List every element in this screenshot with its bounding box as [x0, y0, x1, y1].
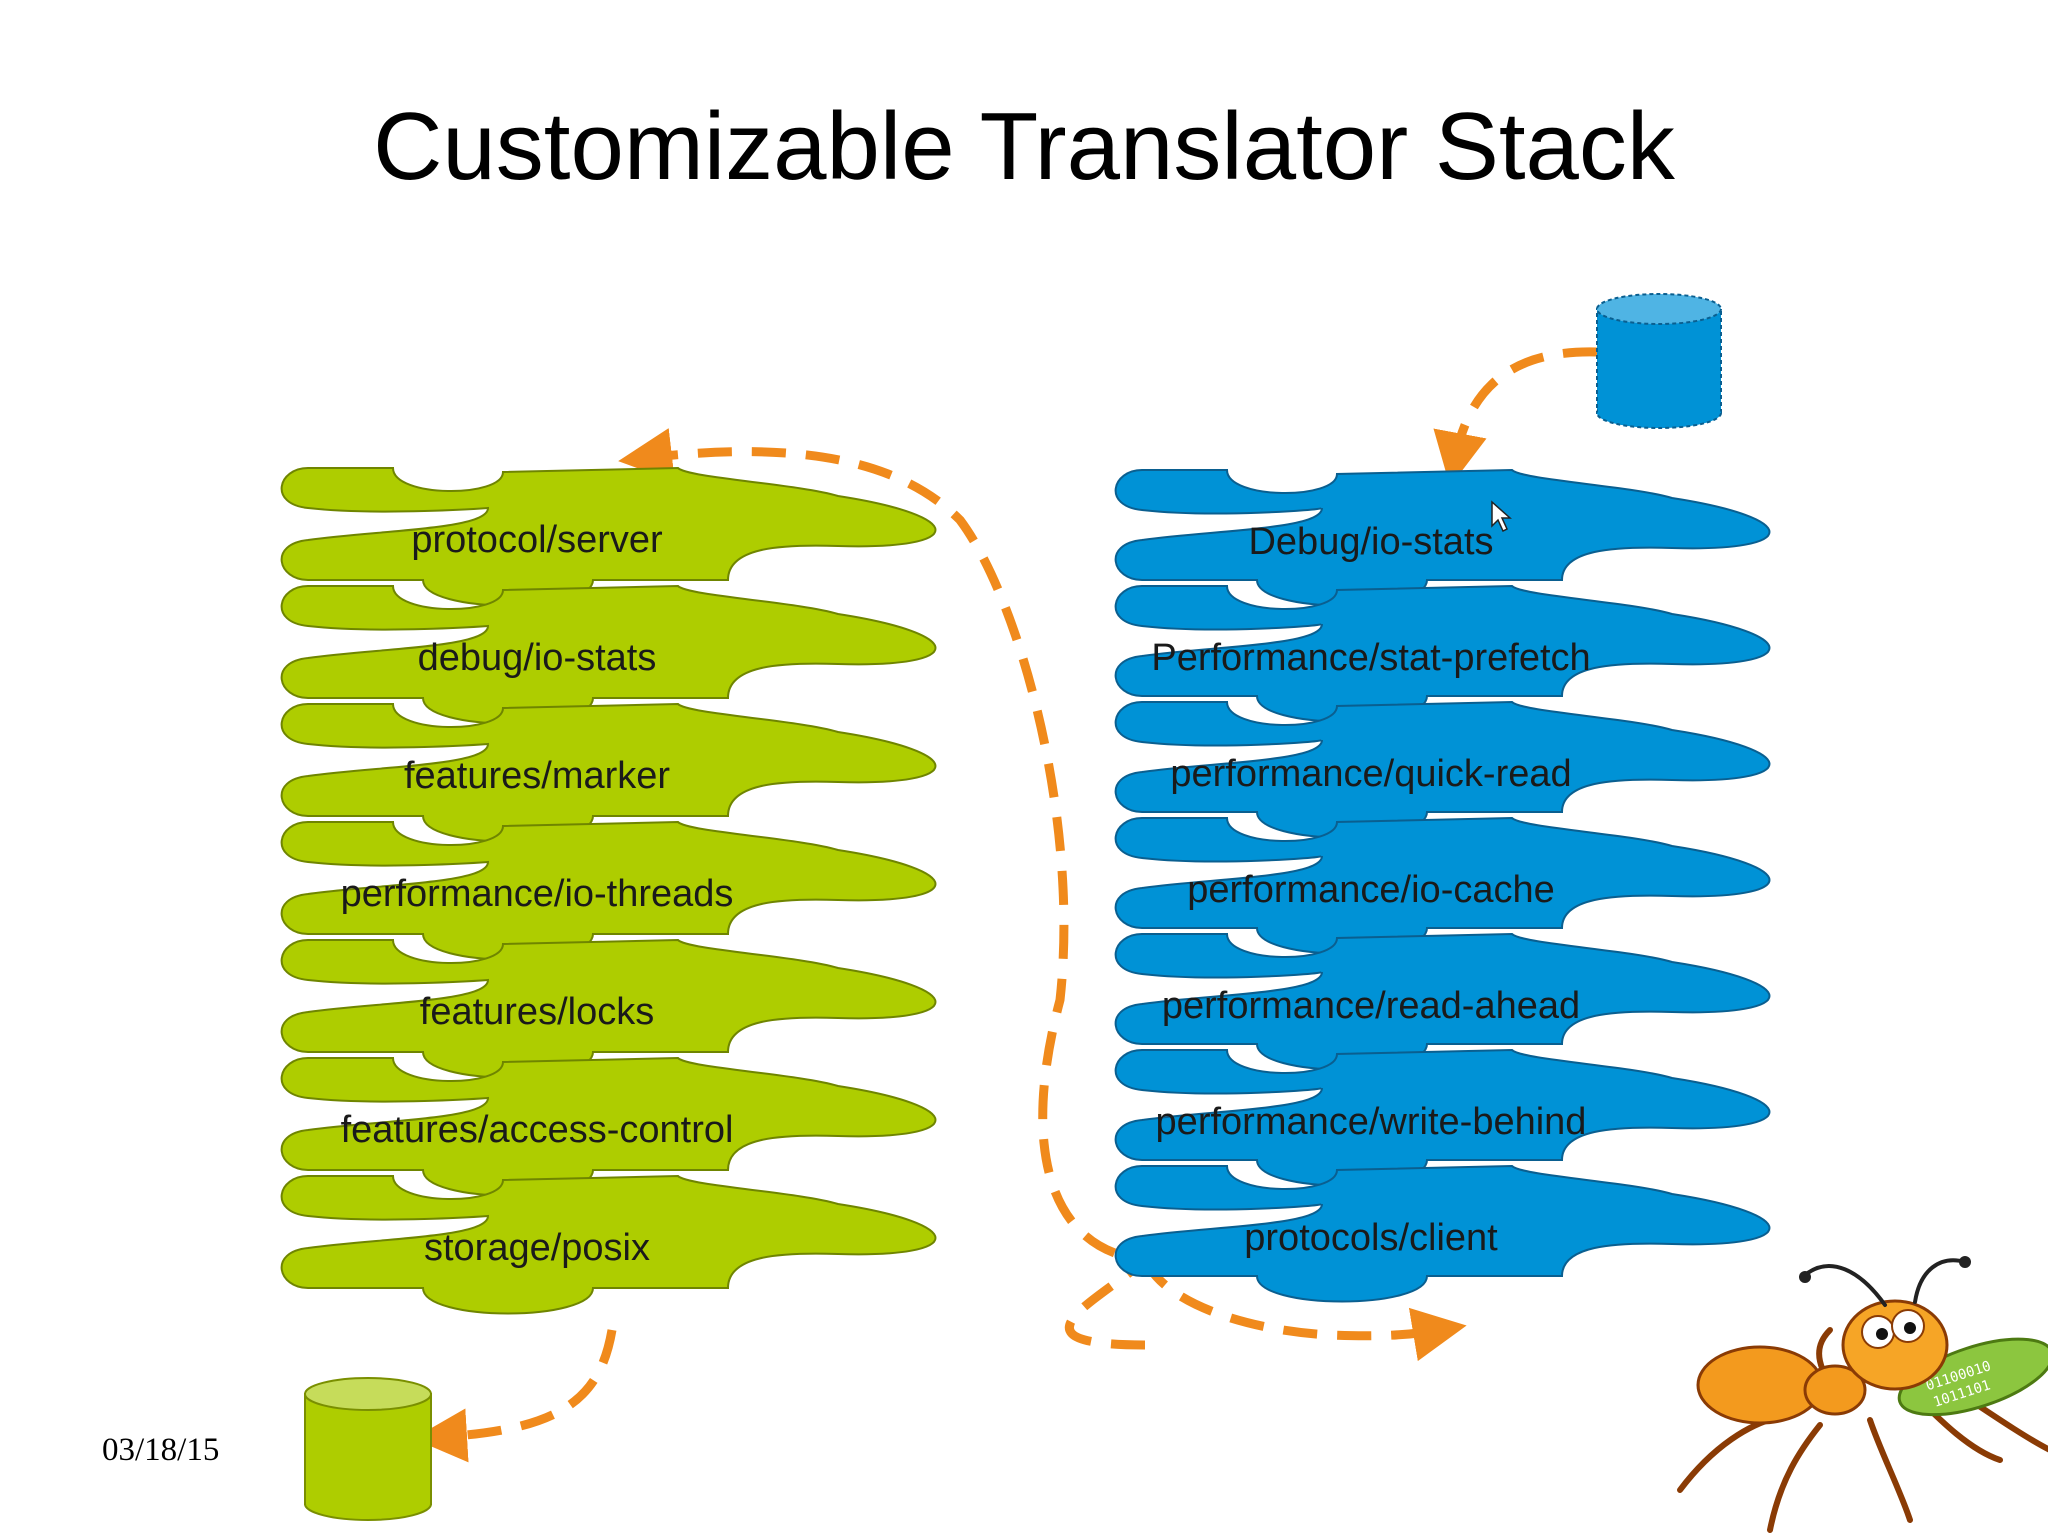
server-layer-label: features/locks: [420, 991, 654, 1033]
server-layer-label: features/access-control: [341, 1109, 734, 1151]
arrow-client-to-server: [618, 428, 1156, 1350]
slide-title: Customizable Translator Stack: [373, 93, 1675, 200]
client-layer-7: [1114, 1164, 1771, 1303]
client-layer-label: protocols/client: [1244, 1217, 1498, 1259]
arrow-client-bottom: [1140, 1256, 1467, 1362]
ant-mascot-icon: 01100010 1011101: [1677, 1256, 2048, 1533]
slide-date: 03/18/15: [102, 1432, 220, 1468]
client-layer-label: performance/io-cache: [1187, 869, 1555, 911]
server-layer-label: protocol/server: [411, 519, 663, 561]
client-layer-label: performance/read-ahead: [1162, 985, 1580, 1027]
arrow-storage-to-server: [413, 1329, 617, 1463]
flow-arrows: [413, 347, 1598, 1463]
client-layer-label: Debug/io-stats: [1248, 521, 1493, 563]
server-layer-7: [280, 1174, 937, 1315]
server-layer-label: performance/io-threads: [341, 873, 734, 915]
server-storage-icon: [304, 1377, 432, 1521]
server-layer-label: storage/posix: [424, 1227, 650, 1269]
mouse-cursor-icon: [1491, 500, 1512, 533]
server-layer-label: debug/io-stats: [418, 637, 657, 679]
arrow-client-top: [1433, 347, 1598, 487]
client-layer-label: Performance/stat-prefetch: [1151, 637, 1590, 679]
client-storage-icon: [1596, 293, 1722, 429]
server-layer-label: features/marker: [404, 755, 670, 797]
client-layer-label: performance/quick-read: [1170, 753, 1571, 795]
server-stack: protocol/server debug/io-stats features/ma…: [280, 466, 937, 1315]
client-layer-label: performance/write-behind: [1156, 1101, 1587, 1143]
